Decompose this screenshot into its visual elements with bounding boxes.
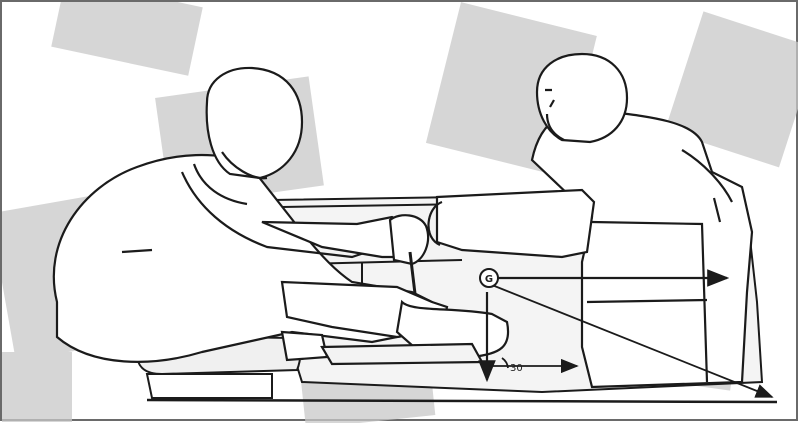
center-of-gravity-icon: G: [480, 269, 498, 287]
cog-label: G: [485, 274, 493, 285]
angle-label: 30: [510, 363, 523, 374]
sled-runner: [147, 400, 777, 402]
